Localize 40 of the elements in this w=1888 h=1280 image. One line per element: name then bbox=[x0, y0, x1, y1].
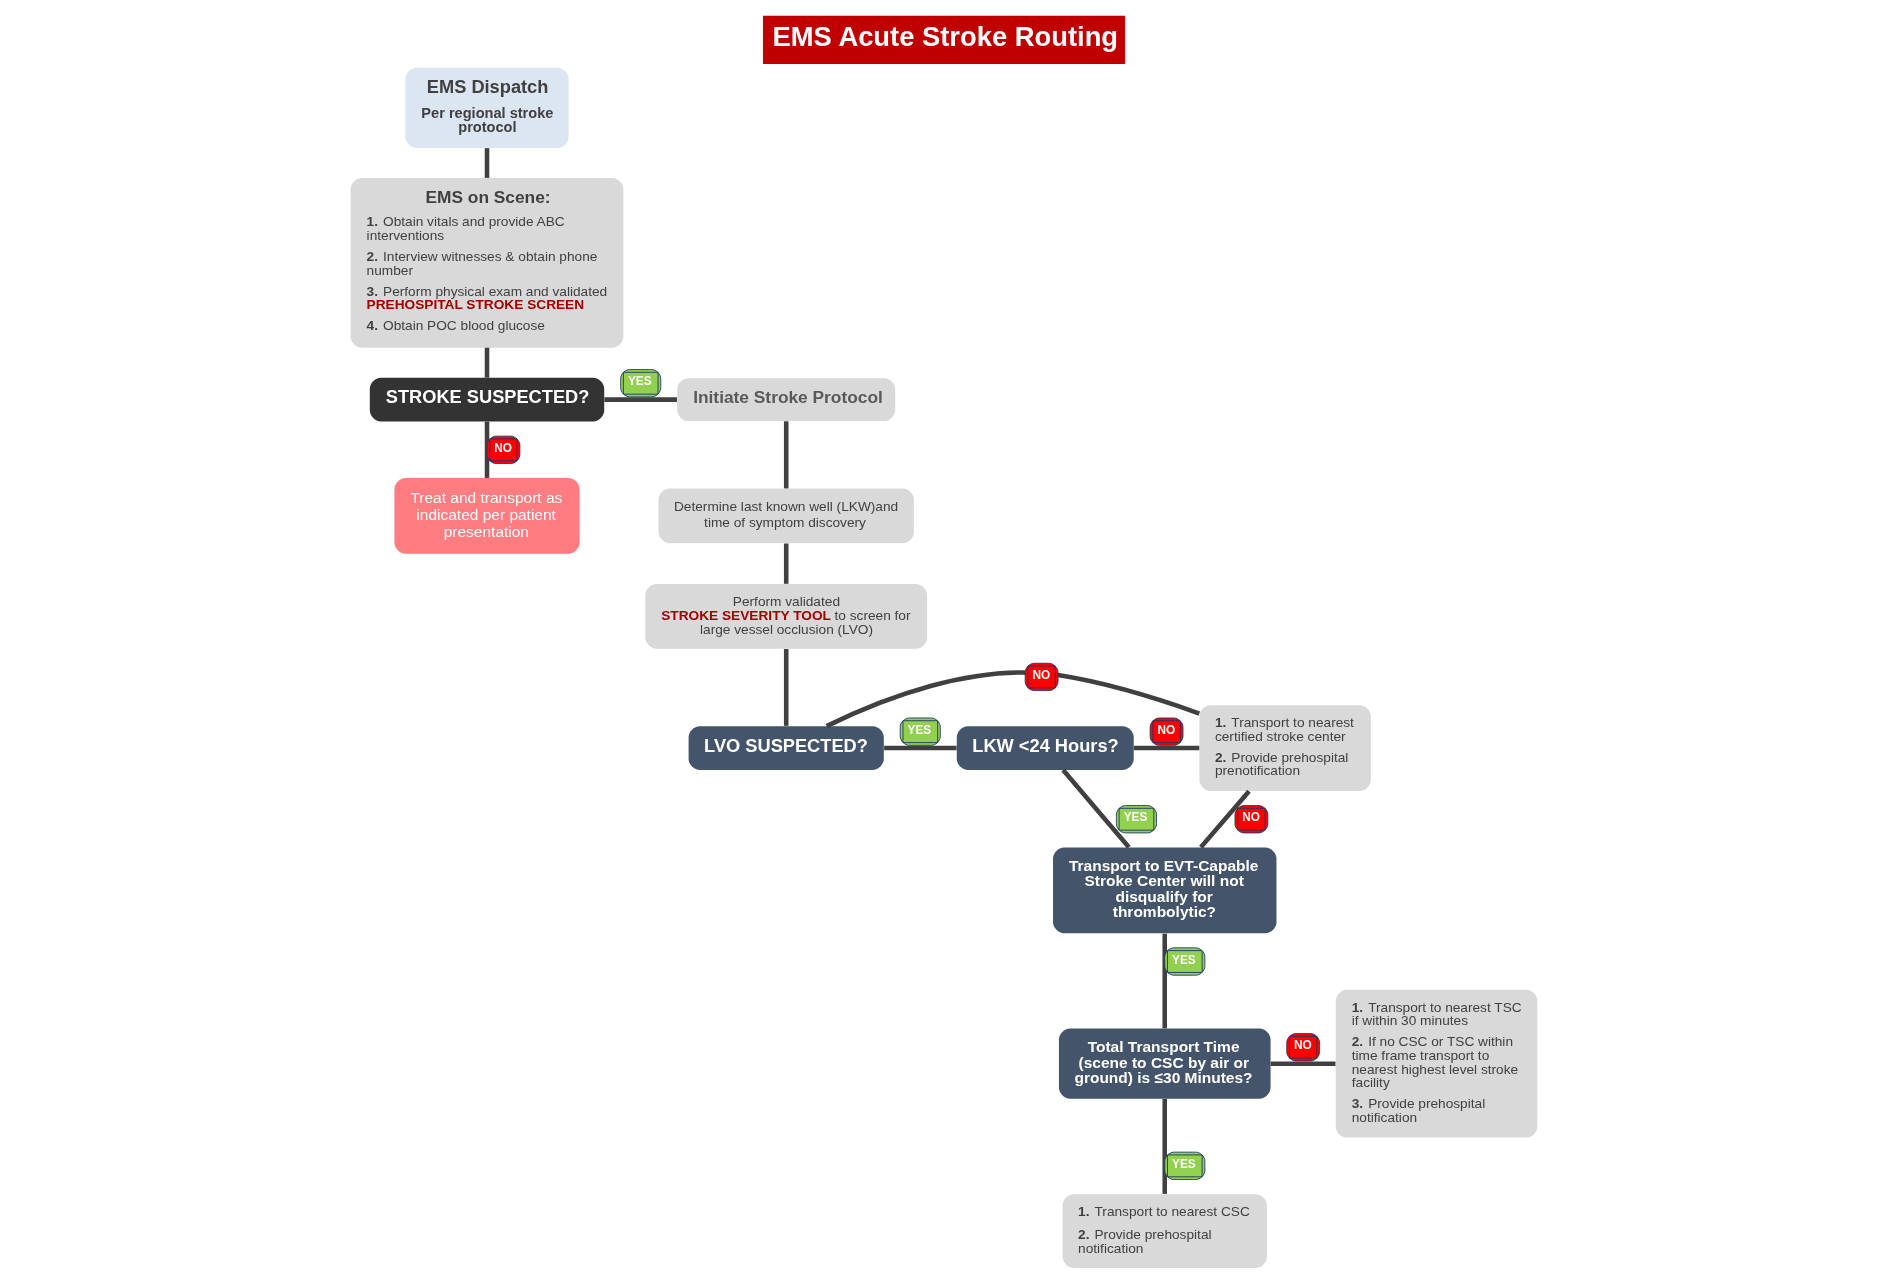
connector bbox=[484, 347, 490, 378]
node-box: Determine last known well (LKW)and time of symptom discovery bbox=[658, 488, 914, 544]
node-box: Total Transport Time (scene to CSC by air or ground) is ≤30 Minutes? bbox=[1058, 1028, 1271, 1099]
connector bbox=[1199, 789, 1251, 849]
connector bbox=[825, 670, 1201, 729]
edge-label: YES bbox=[907, 722, 932, 737]
node-box: 1. Transport to nearest CSC 2. Provide prehospital notification bbox=[1062, 1194, 1267, 1268]
edge-label: NO bbox=[1032, 668, 1051, 683]
node-box: LKW <24 Hours? bbox=[956, 726, 1134, 770]
connector bbox=[1270, 1061, 1336, 1066]
connector bbox=[783, 421, 789, 489]
connector bbox=[1162, 1098, 1167, 1194]
edge-label: YES bbox=[1172, 1157, 1196, 1172]
node-box: Transport to EVT-Capable Stroke Center will not disqualify for thrombolytic? bbox=[1053, 847, 1277, 934]
edge-label: YES bbox=[1123, 810, 1148, 825]
connector bbox=[484, 421, 490, 478]
node-box: Initiate Stroke Protocol bbox=[677, 378, 896, 422]
connector bbox=[1133, 745, 1200, 751]
connector bbox=[484, 148, 490, 178]
edge-label: NO bbox=[494, 441, 513, 456]
node-box: STROKE SUSPECTED? bbox=[369, 377, 605, 422]
edge-label: NO bbox=[1294, 1038, 1312, 1053]
connector bbox=[783, 649, 789, 726]
connector bbox=[1061, 768, 1131, 849]
node-box: LVO SUSPECTED? bbox=[688, 726, 884, 770]
node-box: Treat and transport as indicated per patient presentation bbox=[394, 478, 580, 554]
edge-label: YES bbox=[1172, 952, 1196, 967]
node-box: EMS Dispatch Per regional stroke protocol bbox=[405, 67, 569, 148]
diagram-title: EMS Acute Stroke Routing bbox=[772, 21, 1119, 53]
edge-label: YES bbox=[627, 374, 652, 389]
connector bbox=[604, 397, 677, 402]
connector bbox=[1162, 933, 1167, 1029]
node-box: 1. Transport to nearest TSC if within 30 minutes 2. If no CSC or TSC within time frame transport to nearest highest level stroke facility 3. Provide prehospital notification bbox=[1335, 989, 1538, 1138]
connector bbox=[783, 543, 789, 584]
node-box: Perform validated STROKE SEVERITY TOOL to screen for large vessel occlusion (LVO) bbox=[645, 583, 928, 649]
edge-label: NO bbox=[1242, 810, 1261, 825]
connector bbox=[884, 745, 957, 751]
edge-label: NO bbox=[1157, 722, 1176, 737]
node-box: EMS on Scene: 1. Obtain vitals and provide ABC interventions 2. Interview witnesses & obtain phone number 3. Perform physical exam and validated PREHOSPITAL STROKE SCREEN 4. Obtain POC blood glucose bbox=[350, 178, 624, 348]
node-box: 1. Transport to nearest certified stroke center 2. Provide prehospital prenotification bbox=[1199, 705, 1371, 791]
